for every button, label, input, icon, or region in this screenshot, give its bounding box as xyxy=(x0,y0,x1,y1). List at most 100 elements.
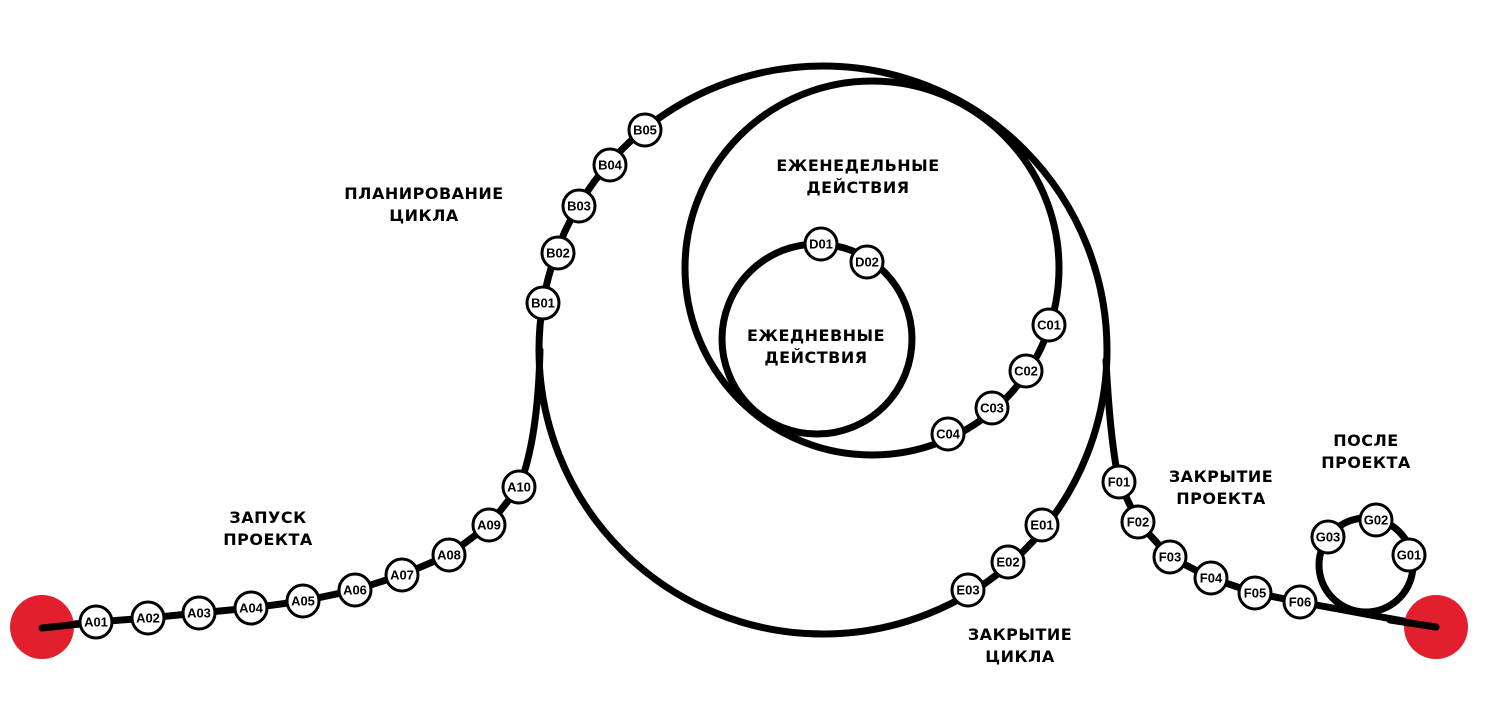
node-circle xyxy=(1310,519,1346,555)
node-a05: A05 xyxy=(285,583,321,619)
node-a08: A08 xyxy=(431,537,467,573)
node-f01: F01 xyxy=(1101,464,1137,500)
node-c03: C03 xyxy=(974,390,1010,426)
node-a07: A07 xyxy=(384,557,420,593)
node-label: B01 xyxy=(531,296,555,311)
node-b03: B03 xyxy=(561,188,597,224)
node-circle xyxy=(1120,504,1156,540)
weekly-circle xyxy=(681,77,1063,459)
node-circle xyxy=(181,595,217,631)
node-circle xyxy=(1391,537,1427,573)
node-circle xyxy=(1237,575,1273,611)
node-circle xyxy=(849,244,885,280)
node-label: B04 xyxy=(598,158,623,173)
node-f04: F04 xyxy=(1193,560,1229,596)
node-a09: A09 xyxy=(471,507,507,543)
node-label: F04 xyxy=(1200,571,1223,586)
node-label: A02 xyxy=(136,611,160,626)
node-label: A03 xyxy=(187,606,211,621)
node-circle xyxy=(1358,502,1394,538)
node-label: D01 xyxy=(809,237,833,252)
node-circle xyxy=(471,507,507,543)
node-label: F01 xyxy=(1108,475,1130,490)
end-stub xyxy=(1386,616,1440,631)
node-label: F02 xyxy=(1127,515,1149,530)
node-label: B05 xyxy=(633,123,657,138)
node-label: B03 xyxy=(567,199,591,214)
node-label: E01 xyxy=(1030,518,1053,533)
node-label: B02 xyxy=(546,246,570,261)
node-label: C01 xyxy=(1037,318,1061,333)
node-circle xyxy=(592,147,628,183)
node-label: C04 xyxy=(936,427,961,442)
node-circle xyxy=(561,188,597,224)
node-circle xyxy=(930,416,966,452)
node-label: A04 xyxy=(239,601,264,616)
node-label: A05 xyxy=(291,594,315,609)
node-circle xyxy=(431,537,467,573)
node-e01: E01 xyxy=(1024,507,1060,543)
node-c04: C04 xyxy=(930,416,966,452)
node-a01: A01 xyxy=(78,604,114,640)
node-d02: D02 xyxy=(849,244,885,280)
node-b04: B04 xyxy=(592,147,628,183)
node-f05: F05 xyxy=(1237,575,1273,611)
node-label: A09 xyxy=(477,518,501,533)
node-circle xyxy=(1024,507,1060,543)
node-b01: B01 xyxy=(525,285,561,321)
node-label: D02 xyxy=(855,255,879,270)
node-circle xyxy=(990,544,1026,580)
node-label: F03 xyxy=(1159,550,1181,565)
node-d01: D01 xyxy=(803,226,839,262)
node-circle xyxy=(974,390,1010,426)
node-a10: A10 xyxy=(501,469,537,505)
node-label: E03 xyxy=(956,583,979,598)
node-label: F05 xyxy=(1244,586,1266,601)
node-circle xyxy=(1193,560,1229,596)
node-c02: C02 xyxy=(1008,353,1044,389)
node-a04: A04 xyxy=(233,590,269,626)
node-circle xyxy=(803,226,839,262)
node-a02: A02 xyxy=(130,600,166,636)
node-label: A06 xyxy=(343,583,367,598)
node-label: C02 xyxy=(1014,364,1038,379)
node-circle xyxy=(1008,353,1044,389)
node-circle xyxy=(950,572,986,608)
node-e02: E02 xyxy=(990,544,1026,580)
start-stub xyxy=(38,620,84,632)
node-c01: C01 xyxy=(1031,307,1067,343)
node-e03: E03 xyxy=(950,572,986,608)
node-a03: A03 xyxy=(181,595,217,631)
node-circle xyxy=(1031,307,1067,343)
node-f06: F06 xyxy=(1282,584,1318,620)
node-label: G02 xyxy=(1364,513,1389,528)
node-circle xyxy=(384,557,420,593)
node-circle xyxy=(1152,539,1188,575)
launch-track xyxy=(38,346,544,631)
node-a06: A06 xyxy=(337,572,373,608)
node-circle xyxy=(525,285,561,321)
node-label: A01 xyxy=(84,615,108,630)
node-label: E02 xyxy=(996,555,1019,570)
node-label: G03 xyxy=(1316,530,1341,545)
node-circle xyxy=(1282,584,1318,620)
node-b02: B02 xyxy=(540,235,576,271)
node-circle xyxy=(233,590,269,626)
node-circle xyxy=(501,469,537,505)
node-b05: B05 xyxy=(627,112,663,148)
node-label: A07 xyxy=(390,568,414,583)
node-label: A08 xyxy=(437,548,461,563)
node-circle xyxy=(285,583,321,619)
node-label: F06 xyxy=(1289,595,1311,610)
node-circle xyxy=(540,235,576,271)
node-label: G01 xyxy=(1397,548,1422,563)
node-f03: F03 xyxy=(1152,539,1188,575)
